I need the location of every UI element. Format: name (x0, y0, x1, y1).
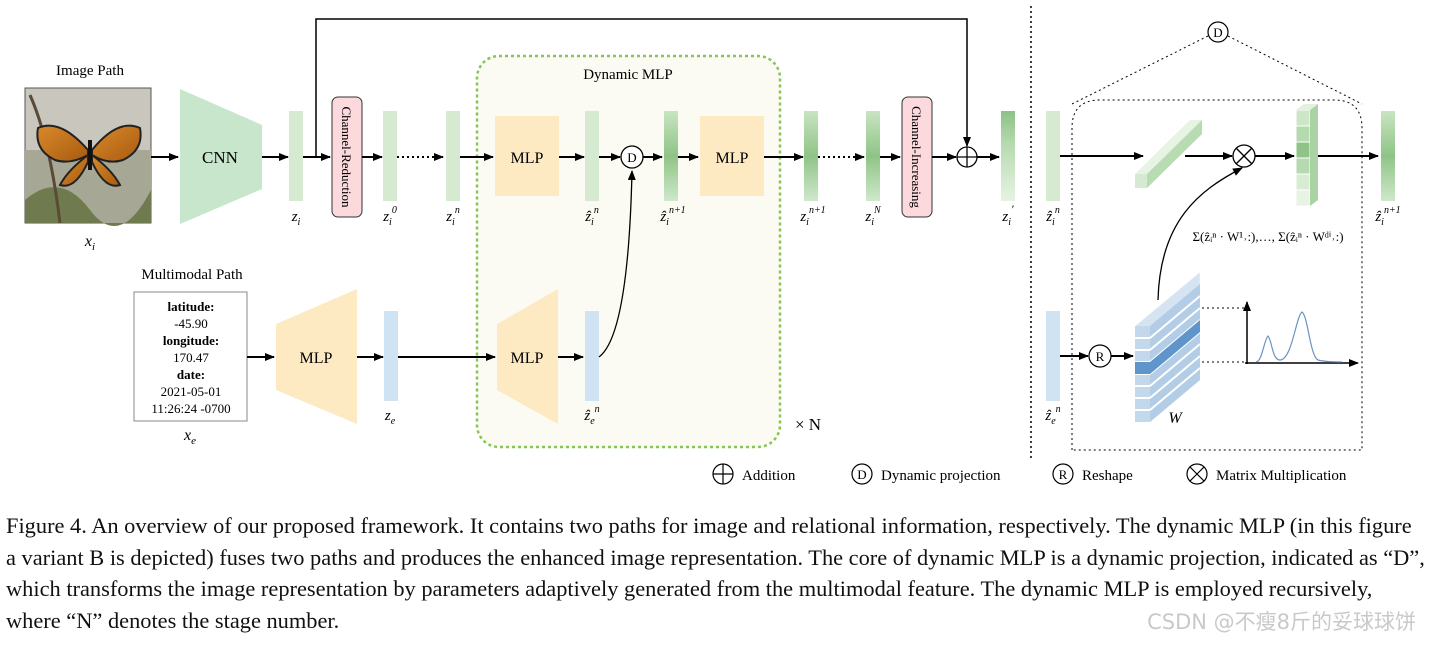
detail-result-vector (1295, 104, 1318, 207)
label-ze: ze (384, 408, 396, 427)
skip-connection (315, 18, 971, 157)
detail-expand-right (1227, 35, 1363, 105)
image-path-title: Image Path (56, 63, 124, 79)
mlp-trapezoid-meta (276, 289, 357, 424)
detail-feature-zhat-in (1046, 111, 1060, 201)
metadata-card (133, 291, 248, 422)
time-value: 11:26:24 -0700 (151, 401, 230, 416)
mlp-label: MLP (300, 350, 333, 367)
legend-dynamic-icon (851, 463, 873, 485)
input-xi-label: xi (84, 233, 95, 253)
addition-node (956, 146, 978, 168)
cnn-label: CNN (202, 148, 238, 167)
feature-zi0 (383, 111, 397, 201)
feature-ze (384, 311, 398, 401)
legend-reshape-label: Reshape (1082, 468, 1133, 484)
feature-zhat-in1 (664, 111, 678, 201)
weight-tensor (1134, 271, 1201, 423)
matmul-node (1232, 144, 1256, 168)
detail-d-symbol: D (1213, 25, 1222, 40)
legend-addition-label: Addition (742, 468, 796, 484)
detail-formula: Σ(ẑᵢⁿ · W¹˒:),…, Σ(ẑᵢⁿ · Wᵈⁱ˒:) (1192, 229, 1343, 244)
legend: Addition D Dynamic projection R Reshape … (712, 463, 1347, 485)
label-zin: zin (445, 205, 460, 228)
figure-caption: Figure 4. An overview of our proposed fr… (6, 513, 1425, 633)
label-ziN: ziN (864, 205, 882, 228)
distribution-plot (1202, 301, 1359, 367)
detail-feature-zhat-en (1046, 311, 1060, 401)
detail-box (1071, 99, 1363, 451)
feature-zhat-en (585, 311, 599, 401)
cnn-block (180, 89, 262, 224)
latitude-value: -45.90 (174, 316, 208, 331)
channel-reduction-label: Channel-Reduction (339, 106, 354, 208)
feature-zi (289, 111, 303, 201)
mlp-label: MLP (716, 150, 749, 167)
detail-d-node (1207, 21, 1229, 43)
latitude-label: latitude: (168, 299, 215, 314)
detail-expand-left (1071, 35, 1209, 105)
dynamic-projection-symbol: D (627, 150, 636, 165)
reshape-symbol: R (1096, 349, 1105, 364)
detail-label-zhat-en: ẑen (1044, 404, 1060, 427)
framework-diagram: Image Path xi CNN Channel-Reduction Dyna… (24, 6, 1401, 485)
butterfly-image (24, 87, 152, 226)
label-zhat-en: ẑen (583, 404, 599, 427)
feature-zhat-in (585, 111, 599, 201)
label-zi0: zi0 (382, 205, 397, 228)
legend-dynamic-label: Dynamic projection (881, 468, 1001, 484)
feature-zin1 (804, 111, 818, 201)
detail-feature-3d (1135, 120, 1202, 188)
label-zhat-in: ẑin (584, 205, 599, 228)
longitude-label: longitude: (163, 333, 219, 348)
repeat-n-label: × N (795, 415, 821, 434)
label-zi-prime: zi′ (1001, 202, 1014, 228)
detail-feature-zhat-in1 (1381, 111, 1395, 201)
date-value: 2021-05-01 (161, 384, 222, 399)
detail-label-zhat-in: ẑin (1045, 205, 1060, 228)
label-zin1: zin+1 (799, 205, 825, 228)
mlp-block-after (700, 116, 764, 196)
legend-addition-icon (712, 463, 734, 485)
legend-reshape-symbol: R (1059, 467, 1068, 482)
mlp-label: MLP (511, 350, 544, 367)
legend-dynamic-symbol: D (857, 467, 866, 482)
csdn-watermark: CSDN @不瘦8斤的妥球球饼 (1147, 610, 1416, 634)
mlp-block-image (495, 116, 559, 196)
legend-matmul-label: Matrix Multiplication (1216, 468, 1347, 484)
longitude-value: 170.47 (173, 350, 209, 365)
feature-zin (446, 111, 460, 201)
legend-matmul-icon (1186, 463, 1208, 485)
label-zhat-in1: ẑin+1 (659, 205, 685, 228)
mlp-label: MLP (511, 150, 544, 167)
dynamic-mlp-title: Dynamic MLP (583, 67, 673, 83)
legend-reshape-icon (1052, 463, 1074, 485)
mlp-trapezoid-dynamic (497, 289, 558, 424)
weight-label: W (1168, 410, 1183, 427)
label-zi: zi (291, 209, 301, 228)
channel-increasing-label: Channel-Increasing (909, 106, 924, 208)
feature-zi-prime (1001, 111, 1015, 201)
feature-ziN (866, 111, 880, 201)
input-xe-label: xe (183, 427, 196, 447)
detail-arrow-weight-matmul (1157, 167, 1243, 301)
date-label: date: (177, 367, 205, 382)
detail-label-zhat-in1: ẑin+1 (1374, 205, 1400, 228)
multimodal-path-title: Multimodal Path (141, 267, 243, 283)
arrow-zhat-e-to-d (598, 170, 636, 358)
